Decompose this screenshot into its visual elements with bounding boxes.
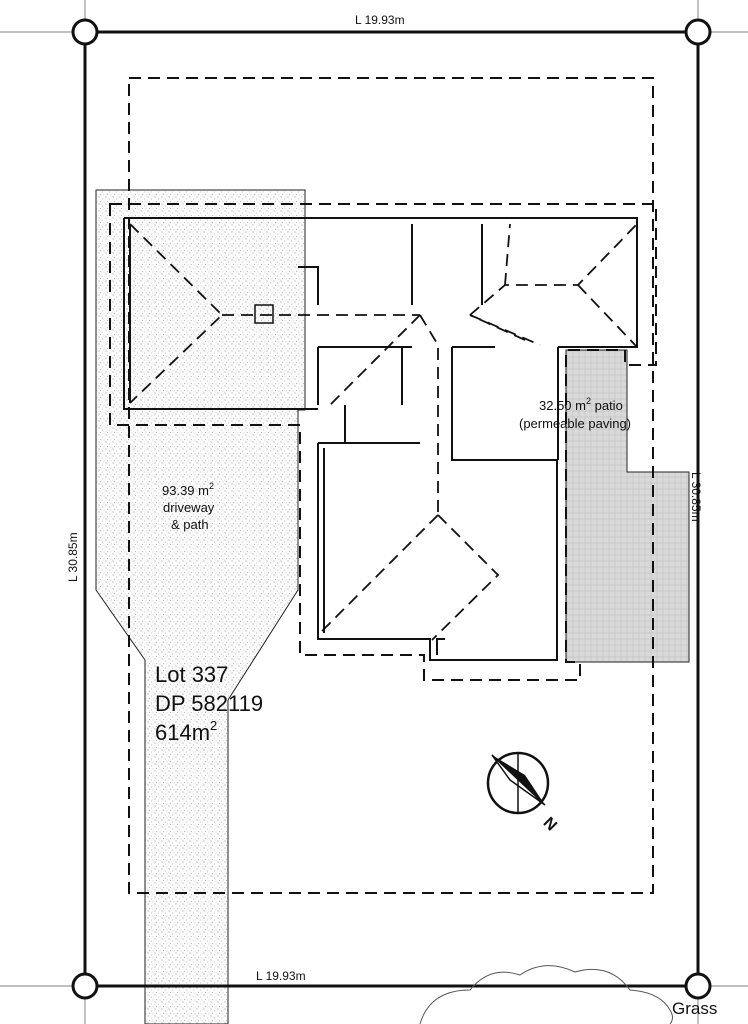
driveway-label-line2: driveway <box>163 500 215 515</box>
driveway-area-sup: 2 <box>209 481 214 491</box>
bottom-boundary-length: L 19.93m <box>256 969 306 983</box>
grass-label: Grass <box>672 999 717 1018</box>
garage-walls <box>317 443 558 661</box>
building-envelope <box>128 77 654 894</box>
grass-shrub-outline <box>419 965 673 1024</box>
right-boundary-length: L 30.85m <box>689 472 703 522</box>
patio-area-value: 32.50 m <box>539 398 586 413</box>
lot-number: Lot 337 <box>155 662 228 687</box>
patio-label-line2: (permeable paving) <box>519 416 631 431</box>
patio-area-sup: 2 <box>586 396 591 406</box>
top-boundary-length: L 19.93m <box>355 13 405 27</box>
internal-walls <box>298 224 559 655</box>
peg-top-left <box>71 18 99 46</box>
peg-bottom-left <box>71 972 99 1000</box>
house-walls <box>123 217 638 661</box>
patio-label-rest: patio <box>591 398 623 413</box>
roof-hip-lines <box>129 223 638 641</box>
skylight <box>254 304 274 324</box>
peg-bottom-right <box>684 972 712 1000</box>
lot-boundary <box>83 30 700 988</box>
lot-area: 614m2 <box>155 718 217 745</box>
patio-area-label: 32.50 m2 patio <box>539 396 623 413</box>
left-boundary-length: L 30.85m <box>66 532 80 582</box>
driveway-label-line3: & path <box>171 517 209 532</box>
driveway-area-label: 93.39 m2 <box>162 481 214 498</box>
lot-dp-number: DP 582119 <box>155 691 263 716</box>
peg-top-right <box>684 18 712 46</box>
survey-pegs <box>71 18 712 1000</box>
driveway-area-value: 93.39 m <box>162 483 209 498</box>
north-letter: N <box>540 814 560 834</box>
north-arrow-icon: N <box>486 751 560 835</box>
lot-area-sup: 2 <box>210 718 217 733</box>
north-wing-walls <box>123 217 638 410</box>
lot-area-value: 614m <box>155 720 210 745</box>
patio-area <box>565 349 690 663</box>
